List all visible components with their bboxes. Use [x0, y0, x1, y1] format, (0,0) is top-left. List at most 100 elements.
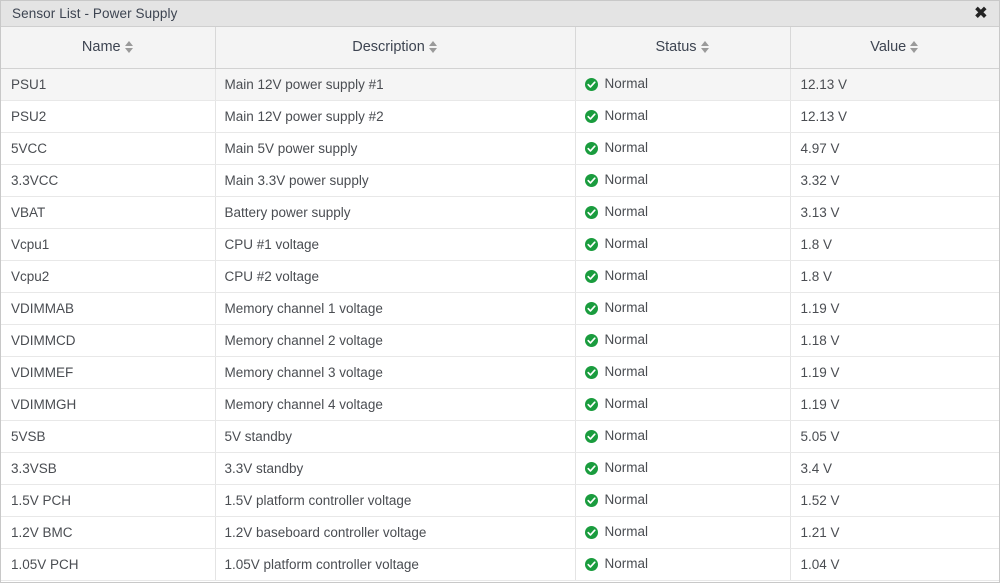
- sensor-table: Name Description Status: [1, 27, 999, 581]
- cell-name: 3.3VSB: [1, 452, 216, 485]
- cell-description: Main 3.3V power supply: [215, 164, 576, 197]
- cell-value: 1.52 V: [790, 484, 999, 517]
- cell-status: Normal: [575, 196, 791, 229]
- cell-status: Normal: [575, 356, 791, 389]
- cell-name: VDIMMGH: [1, 388, 216, 421]
- cell-name: PSU2: [1, 100, 216, 133]
- status-badge: Normal: [604, 492, 649, 508]
- column-header-value[interactable]: Value: [790, 27, 999, 69]
- cell-status: Normal: [575, 548, 791, 581]
- cell-status: Normal: [575, 100, 791, 133]
- check-circle-icon: [584, 269, 598, 283]
- cell-description: Memory channel 3 voltage: [215, 356, 576, 389]
- check-circle-icon: [584, 333, 598, 347]
- column-header-description-label: Description: [352, 39, 425, 56]
- cell-value: 4.97 V: [790, 132, 999, 165]
- cell-description: 1.05V platform controller voltage: [215, 548, 576, 581]
- cell-description: Battery power supply: [215, 196, 576, 229]
- cell-value: 1.8 V: [790, 228, 999, 261]
- status-badge: Normal: [604, 140, 649, 156]
- status-badge: Normal: [604, 268, 649, 284]
- cell-status: Normal: [575, 516, 791, 549]
- status-badge: Normal: [604, 332, 649, 348]
- status-badge: Normal: [604, 524, 649, 540]
- table-head: Name Description Status: [1, 27, 999, 69]
- check-circle-icon: [584, 141, 598, 155]
- status-badge: Normal: [604, 108, 649, 124]
- cell-name: Vcpu2: [1, 260, 216, 293]
- cell-value: 3.13 V: [790, 196, 999, 229]
- cell-description: CPU #1 voltage: [215, 228, 576, 261]
- cell-description: Main 12V power supply #1: [215, 68, 576, 101]
- cell-value: 3.4 V: [790, 452, 999, 485]
- check-circle-icon: [584, 493, 598, 507]
- sort-updown-icon[interactable]: [124, 40, 134, 54]
- dialog-titlebar: Sensor List - Power Supply ✖: [1, 1, 999, 27]
- cell-name: 5VSB: [1, 420, 216, 453]
- column-header-status-label: Status: [655, 39, 697, 56]
- status-badge: Normal: [604, 76, 649, 92]
- cell-status: Normal: [575, 68, 791, 101]
- cell-description: Main 12V power supply #2: [215, 100, 576, 133]
- cell-description: 5V standby: [215, 420, 576, 453]
- column-header-name[interactable]: Name: [1, 27, 216, 69]
- cell-status: Normal: [575, 260, 791, 293]
- status-badge: Normal: [604, 172, 649, 188]
- cell-name: 1.2V BMC: [1, 516, 216, 549]
- check-circle-icon: [584, 237, 598, 251]
- cell-status: Normal: [575, 164, 791, 197]
- cell-name: VBAT: [1, 196, 216, 229]
- cell-name: 1.05V PCH: [1, 548, 216, 581]
- cell-status: Normal: [575, 132, 791, 165]
- cell-value: 1.21 V: [790, 516, 999, 549]
- close-icon[interactable]: ✖: [973, 3, 988, 23]
- sort-updown-icon[interactable]: [910, 40, 919, 54]
- check-circle-icon: [584, 365, 598, 379]
- cell-status: Normal: [575, 228, 791, 261]
- cell-status: Normal: [575, 292, 791, 325]
- cell-value: 12.13 V: [790, 100, 999, 133]
- cell-value: 1.8 V: [790, 260, 999, 293]
- check-circle-icon: [584, 429, 598, 443]
- cell-value: 1.19 V: [790, 388, 999, 421]
- column-header-value-label: Value: [870, 39, 907, 56]
- status-badge: Normal: [604, 556, 649, 572]
- cell-value: 3.32 V: [790, 164, 999, 197]
- column-header-status[interactable]: Status: [575, 27, 791, 69]
- cell-status: Normal: [575, 324, 791, 357]
- status-badge: Normal: [604, 300, 649, 316]
- cell-name: PSU1: [1, 68, 216, 101]
- cell-description: 1.5V platform controller voltage: [215, 484, 576, 517]
- cell-description: 3.3V standby: [215, 452, 576, 485]
- cell-value: 1.18 V: [790, 324, 999, 357]
- column-header-description[interactable]: Description: [215, 27, 576, 69]
- check-circle-icon: [584, 109, 598, 123]
- status-badge: Normal: [604, 204, 649, 220]
- cell-name: Vcpu1: [1, 228, 216, 261]
- cell-value: 1.04 V: [790, 548, 999, 581]
- cell-value: 12.13 V: [790, 68, 999, 101]
- cell-status: Normal: [575, 420, 791, 453]
- cell-name: VDIMMCD: [1, 324, 216, 357]
- sort-updown-icon[interactable]: [700, 40, 710, 54]
- sort-updown-icon[interactable]: [428, 40, 438, 54]
- check-circle-icon: [584, 397, 598, 411]
- table-header-row: Name Description Status: [1, 27, 999, 69]
